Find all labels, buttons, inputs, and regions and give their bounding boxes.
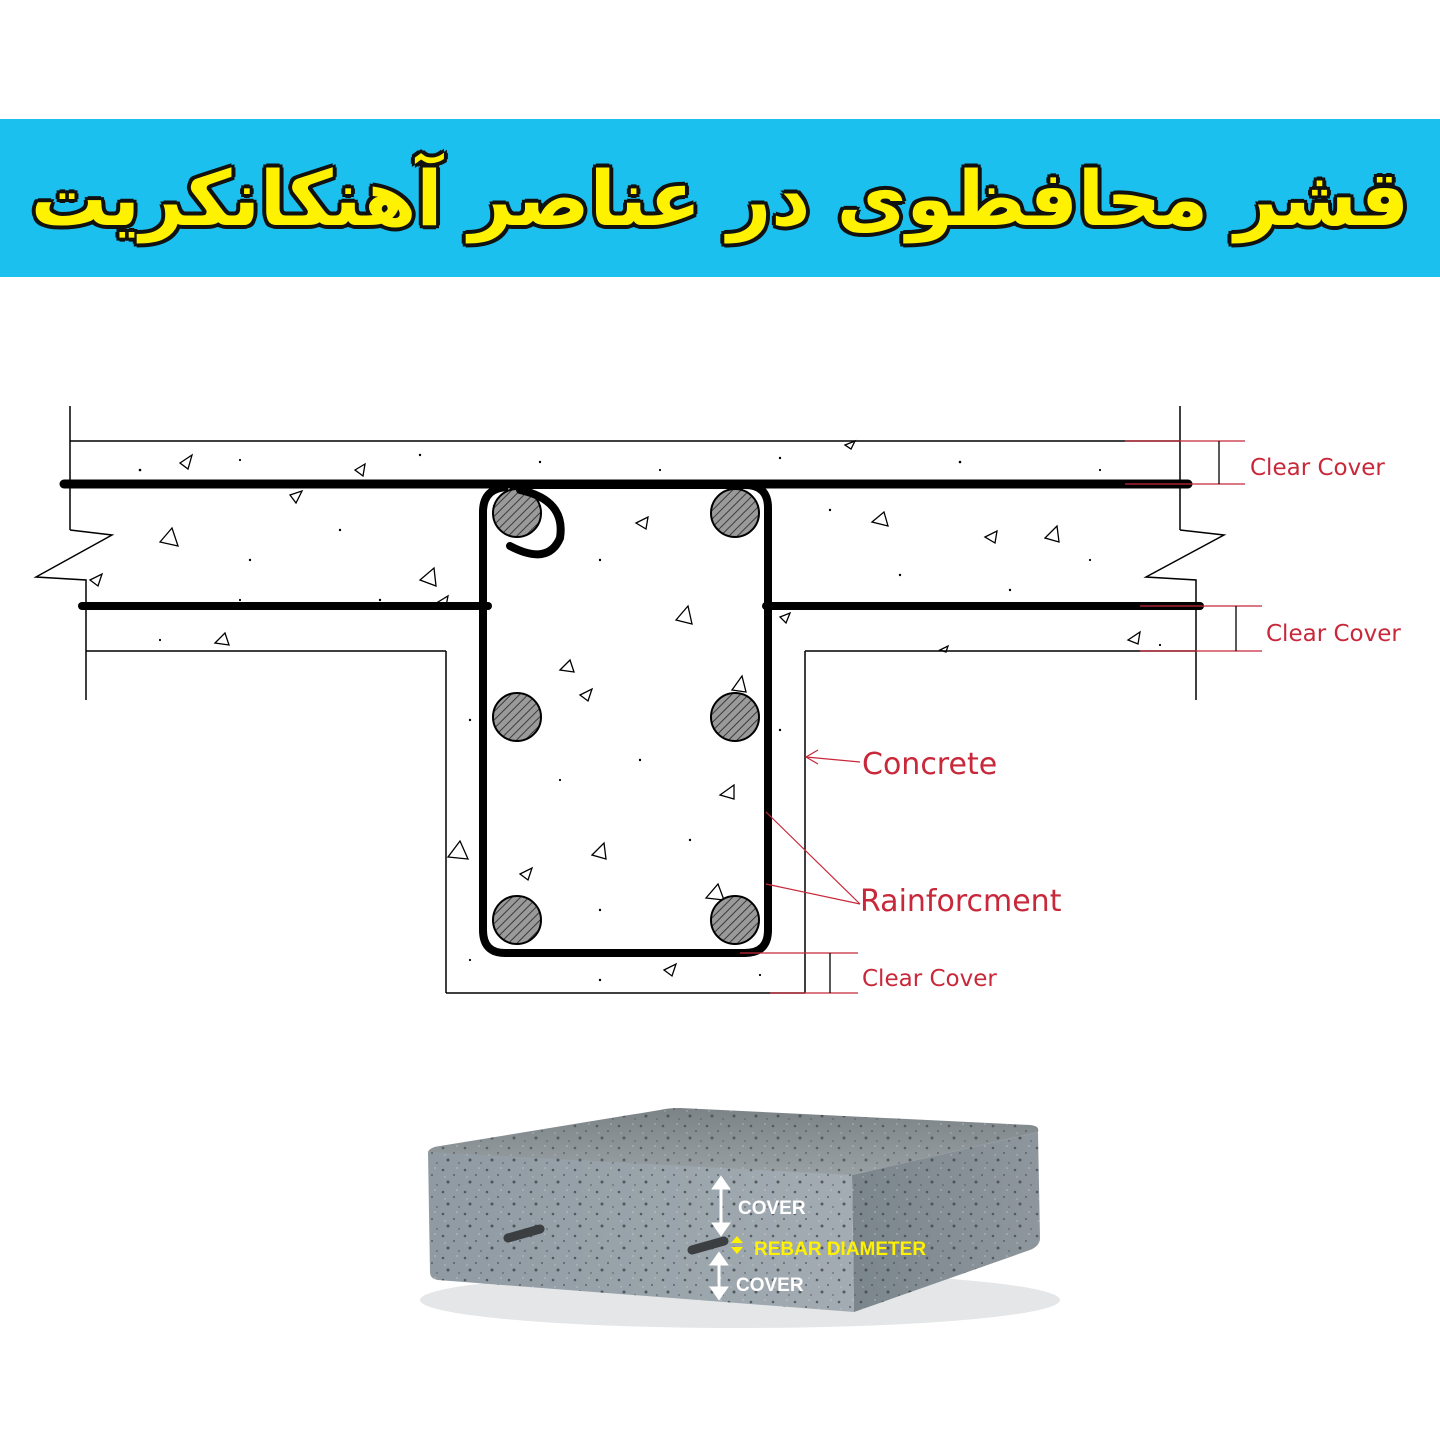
break-line-left xyxy=(33,529,115,700)
rebar-end-right xyxy=(687,1236,729,1255)
clear-cover-label-mid: Clear Cover xyxy=(1266,621,1401,647)
t-beam-section xyxy=(33,406,1227,994)
rebar-diameter-arrow xyxy=(731,1236,743,1254)
rebar-diameter-label: REBAR DIAMETER xyxy=(754,1239,926,1260)
stirrup-hook xyxy=(506,486,565,559)
cover-label-bottom: COVER xyxy=(736,1275,804,1296)
break-line-right xyxy=(1143,529,1227,700)
slab-3d-illustration: COVER REBAR DIAMETER COVER xyxy=(420,1108,1060,1328)
concrete-label: Concrete xyxy=(862,747,997,782)
dimension-ticks xyxy=(829,441,1237,993)
clear-cover-label-top: Clear Cover xyxy=(1250,455,1385,481)
title-banner: قشر محافظوی در عناصر آهنکانکریت xyxy=(0,119,1440,277)
concrete-dots xyxy=(138,453,1162,982)
cover-arrow-bottom xyxy=(709,1251,729,1301)
cover-arrow-top xyxy=(711,1175,731,1237)
concrete-aggregate xyxy=(88,439,1141,978)
reinforcement-label: Rainforcment xyxy=(860,884,1062,919)
beam-longitudinal-bars xyxy=(492,488,760,945)
clear-cover-label-bottom: Clear Cover xyxy=(862,966,997,992)
dimension-markers xyxy=(740,440,1262,994)
rebar-end-left xyxy=(503,1224,545,1243)
page-title: قشر محافظوی در عناصر آهنکانکریت xyxy=(30,153,1410,243)
cover-label-top: COVER xyxy=(738,1198,806,1219)
